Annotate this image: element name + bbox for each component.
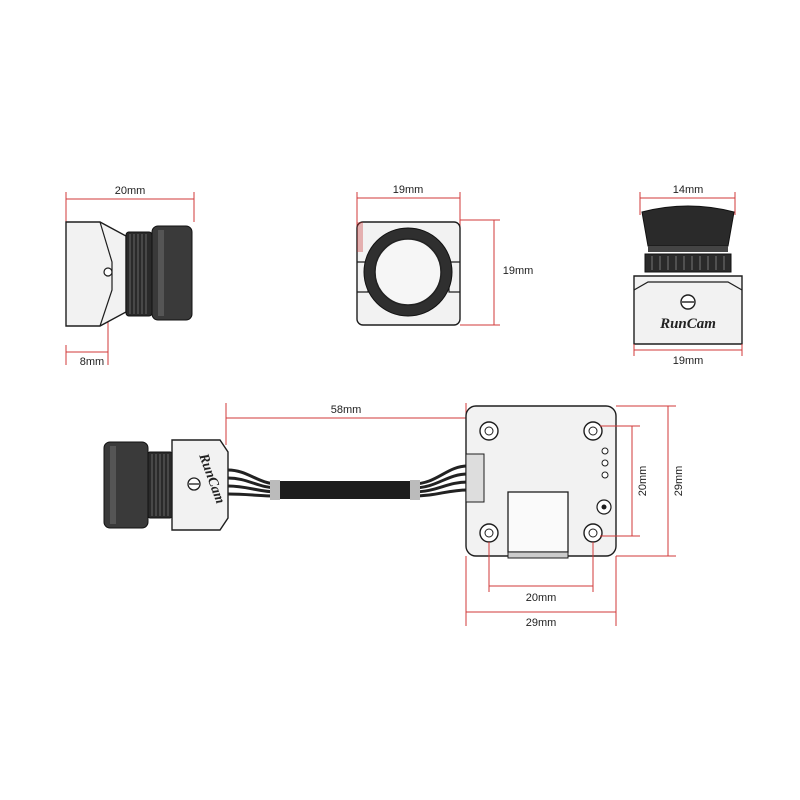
- assembly-view: 58mm RunCam: [103, 403, 685, 629]
- board-hole-height-label: 20mm: [637, 466, 649, 497]
- board-connector: [465, 453, 485, 503]
- front-height-label: 19mm: [503, 265, 534, 277]
- board-chip: [507, 491, 569, 553]
- back-top-width-label: 14mm: [673, 184, 704, 196]
- board-hole-width-label: 20mm: [526, 592, 557, 604]
- front-width-label: 19mm: [393, 184, 424, 196]
- back-bottom-width-label: 19mm: [673, 355, 704, 367]
- cable-length-label: 58mm: [331, 404, 362, 416]
- back-threaded-ring: [644, 253, 732, 273]
- side-view: 20mm 8mm: [65, 185, 195, 368]
- board-pad: [601, 447, 609, 455]
- back-view: 14mm RunCam 19mm: [633, 184, 743, 367]
- side-height-label: 8mm: [80, 356, 104, 368]
- side-width-label: 20mm: [115, 185, 146, 197]
- front-lens-glass: [374, 238, 442, 306]
- side-housing: [65, 221, 127, 327]
- ribbon-cable: [227, 464, 469, 500]
- board-width-label: 29mm: [526, 617, 557, 629]
- front-view: 19mm 19mm: [356, 184, 534, 326]
- side-mount-hole: [103, 267, 113, 277]
- back-housing: [633, 275, 743, 345]
- back-lens: [641, 205, 735, 247]
- board-height-label: 29mm: [673, 466, 685, 497]
- back-logo: RunCam: [659, 316, 716, 332]
